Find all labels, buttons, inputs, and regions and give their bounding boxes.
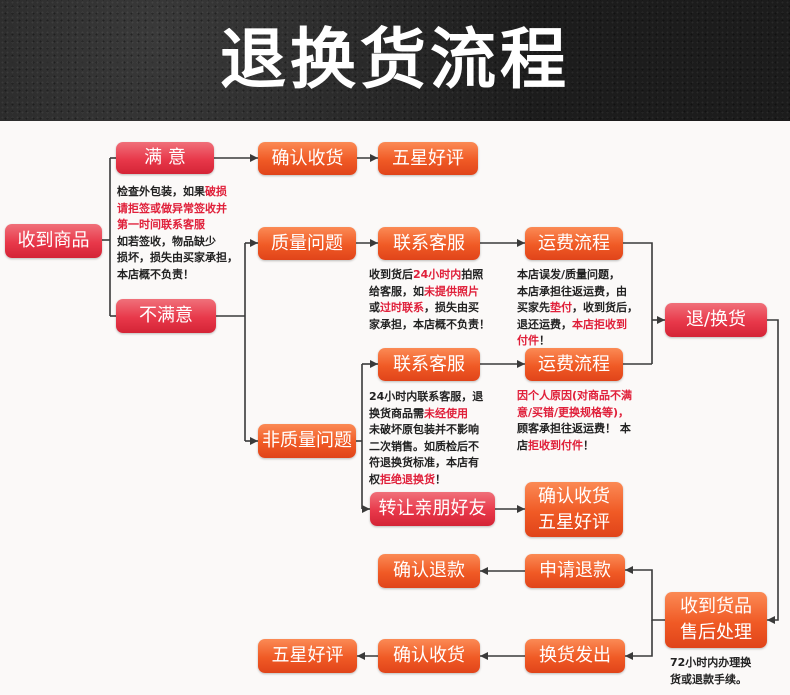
node-satisfied: 满 意: [116, 142, 214, 174]
node-received: 收到商品: [5, 224, 102, 258]
node-exchange-shipped: 换货发出: [525, 639, 625, 673]
node-confirm-receipt-3: 确认收货: [378, 639, 480, 673]
header-banner: 退换货流程: [0, 0, 790, 121]
note-freight-1: 本店误发/质量问题， 本店承担往返运费，由 买家先垫付，收到货后， 退还运费，本…: [517, 268, 638, 347]
node-after-sale-line1: 收到货品: [680, 596, 752, 617]
page-title: 退换货流程: [220, 21, 570, 98]
node-five-star-review-3: 五星好评: [258, 639, 357, 673]
note-after-sale: 72小时内办理换 货或退款手续。: [670, 656, 752, 686]
node-confirm-receipt-1: 确认收货: [258, 142, 357, 175]
node-after-sale-line2: 售后处理: [680, 622, 752, 643]
node-freight-process-2: 运费流程: [525, 348, 623, 381]
node-return-exchange: 退/换货: [665, 303, 767, 337]
node-apply-refund: 申请退款: [525, 554, 625, 588]
node-confirm-refund: 确认退款: [378, 554, 480, 588]
node-non-quality-issue: 非质量问题: [258, 424, 356, 458]
note-non-quality-issue: 24小时内联系客服，退 换货商品需未经使用 未破坏原包装并不影响 二次销售。如质…: [369, 390, 484, 486]
note-inspect-package: 检查外包装，如果破损 请拒签或做异常签收并 第一时间联系客服 如若签收，物品缺少…: [117, 185, 238, 281]
node-contact-service-2: 联系客服: [378, 348, 480, 381]
node-confirm-and-review: 确认收货 五星好评: [525, 482, 623, 537]
note-quality-issue: 收到货后24小时内拍照 给客服，如未提供照片 或过时联系，损失由买 家承担，本店…: [369, 268, 490, 331]
node-confirm-and-review-line2: 五星好评: [538, 511, 610, 533]
node-after-sale-handling: 收到货品 售后处理: [665, 592, 767, 648]
node-transfer-to-friends: 转让亲朋好友: [370, 492, 495, 526]
node-confirm-and-review-line1: 确认收货: [538, 485, 610, 507]
node-unsatisfied: 不满意: [116, 299, 216, 333]
node-freight-process-1: 运费流程: [525, 227, 623, 260]
node-quality-issue: 质量问题: [258, 227, 356, 260]
node-five-star-review-1: 五星好评: [378, 142, 478, 175]
flowchart-panel: [0, 121, 790, 695]
node-contact-service-1: 联系客服: [378, 227, 480, 260]
note-freight-2: 因个人原因(对商品不满 意/买错/更换规格等)， 顾客承担往返运费！ 本 店拒收…: [517, 389, 633, 452]
